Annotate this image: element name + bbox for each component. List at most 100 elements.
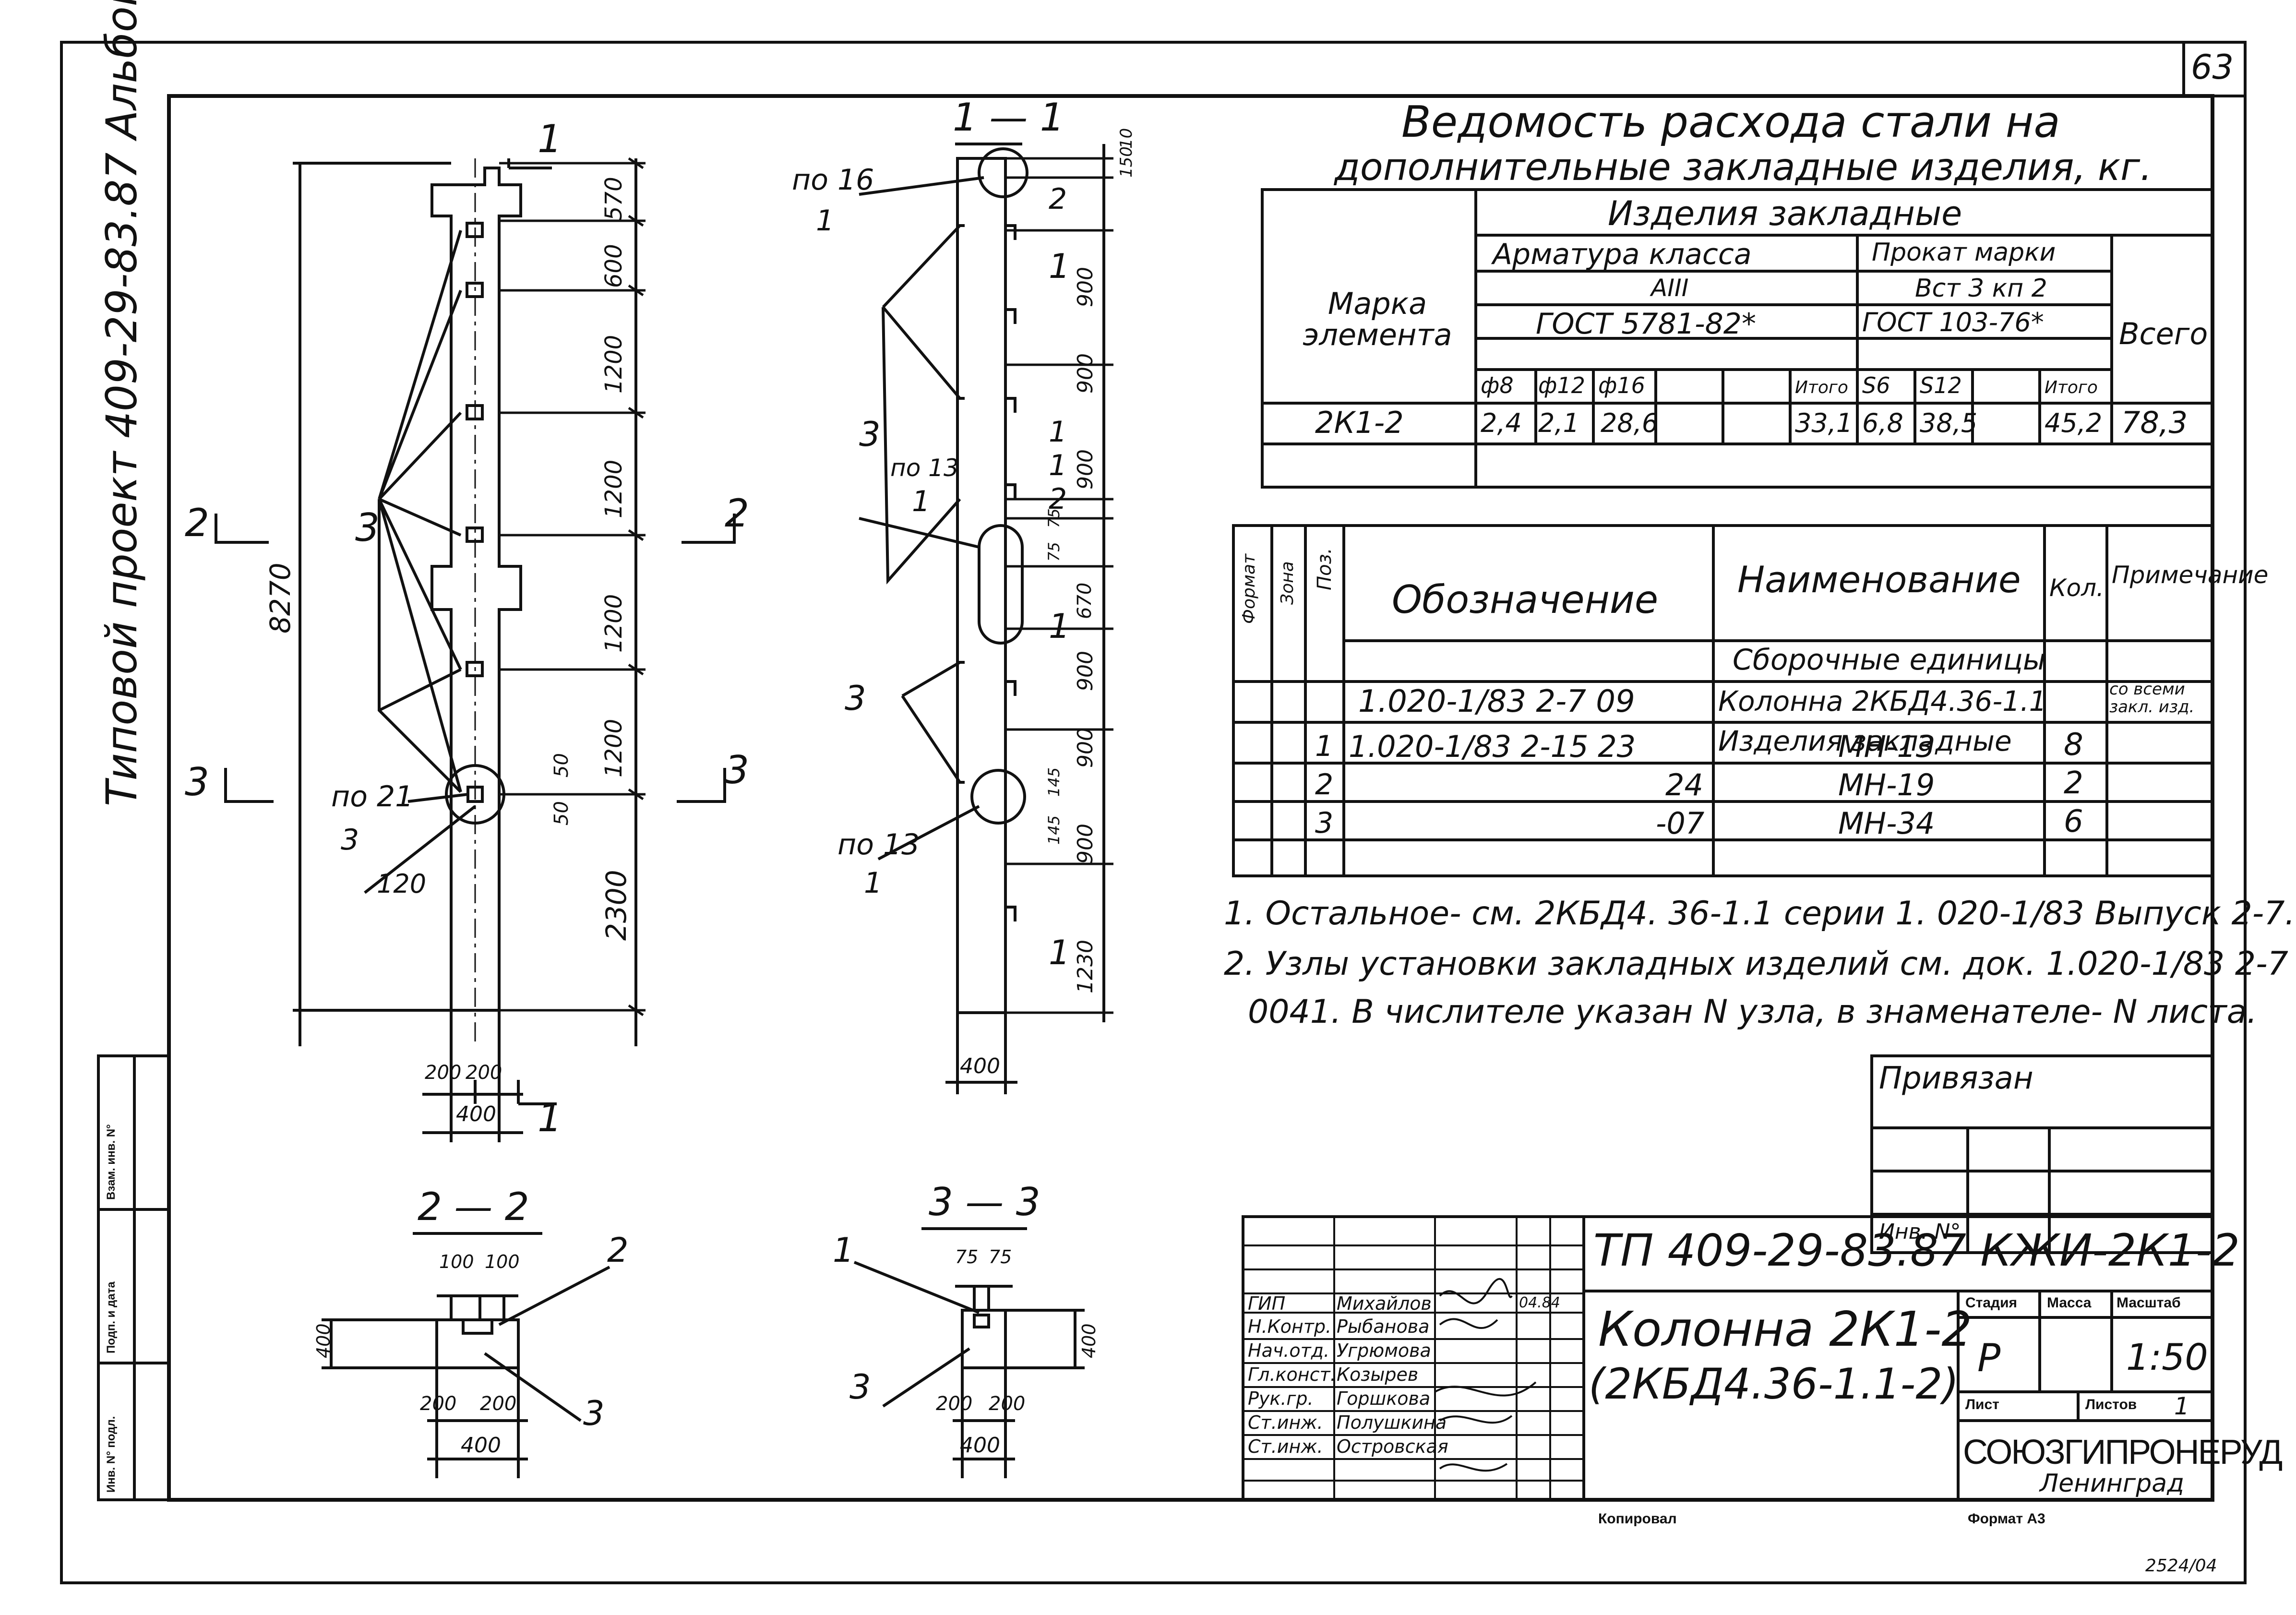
steel-title-1: Ведомость расхода стали на (1401, 97, 2060, 147)
strip-label-inv: Инв. N° подл. (105, 1416, 118, 1493)
steel-val-f12: 2,1 (1538, 408, 1579, 438)
signer-role-6: Ст.инж. (1248, 1412, 1323, 1433)
steel-row-mark: 2К1-2 (1315, 405, 1404, 440)
strip-label-podp: Подп. и дата (105, 1281, 118, 1353)
signer-name-5: Горшкова (1337, 1388, 1431, 1409)
steel-h-rebar-class: АIII (1651, 274, 1689, 302)
note-3: 0041. В числителе указан N узла, в знаме… (1248, 993, 2258, 1031)
signer-name-2: Рыбанова (1337, 1316, 1430, 1337)
mark-2-s22: 2 (607, 1231, 629, 1270)
ref-16: по 16 (792, 163, 874, 197)
dim-670: 670 (1074, 582, 1096, 619)
mark-1-a: 1 (1049, 247, 1070, 286)
signer-name-3: Угрюмова (1337, 1340, 1431, 1361)
section-1-1 (859, 143, 1113, 1094)
mark-2-a: 2 (1049, 182, 1067, 216)
mark-2-b: 2 (1049, 482, 1067, 516)
steel-h-products: Изделия закладные (1608, 194, 1962, 233)
privyazan-grid (1870, 1054, 2214, 1254)
dim-400-s22: 400 (461, 1433, 501, 1458)
dim-900-d: 900 (1073, 651, 1098, 691)
steel-col-s6: S6 (1862, 372, 1890, 398)
steel-val-f8: 2,4 (1481, 408, 1522, 438)
note-1: 1. Остальное- см. 2КБД4. 36-1.1 серии 1.… (1224, 895, 2296, 933)
privyazan-label: Привязан (1879, 1061, 2033, 1096)
steel-title-2: дополнительные закладные изделия, кг. (1334, 146, 2152, 189)
cut-mark-3-left: 3 (185, 760, 209, 804)
dim-75-b: 75 (1045, 542, 1063, 562)
signer-role-1: ГИП (1248, 1293, 1286, 1314)
dim-75-s33-b: 75 (989, 1246, 1012, 1268)
mark-1-b: 1 (1049, 415, 1067, 449)
steel-val-f16: 28,6 (1601, 408, 1659, 438)
note-2: 2. Узлы установки закладных изделий см. … (1224, 945, 2288, 983)
dim-75-a: 75 (1045, 508, 1063, 528)
spec-h-format: Формат (1239, 553, 1259, 624)
cut-mark-1-top: 1 (538, 117, 562, 161)
dim-100-a: 100 (439, 1251, 474, 1272)
steel-col-s12: S12 (1920, 372, 1962, 398)
steel-h-rebar-gost: ГОСТ 5781-82* (1536, 307, 1756, 341)
steel-h-rebar: Арматура класса (1493, 238, 1752, 271)
steel-h-rolled-grade: Вст 3 кп 2 (1915, 274, 2047, 303)
steel-val-itogo-a: 33,1 (1795, 408, 1853, 438)
cut-mark-3-right: 3 (725, 748, 749, 792)
mark-1-d: 1 (1049, 607, 1070, 646)
dim-100-b: 100 (485, 1251, 520, 1272)
ref-21-sheet: 3 (341, 823, 359, 857)
doc-name-2: (2КБД4.36-1.1-2) (1589, 1359, 1959, 1409)
spec-row-3-name: МН-13 (1838, 729, 1935, 764)
steel-val-s12: 38,5 (1920, 408, 1978, 438)
section-1-1-title: 1 — 1 (953, 95, 1064, 140)
outer-frame (60, 41, 2247, 1584)
steel-col-f12: ф12 (1538, 372, 1585, 398)
spec-h-zone: Зона (1278, 561, 1297, 605)
spec-row-3-pos: 1 (1315, 730, 1334, 763)
spec-h-qty: Кол. (2049, 574, 2104, 602)
signer-role-2: Н.Контр. (1248, 1316, 1332, 1337)
dim-200-s22-a: 200 (420, 1393, 457, 1415)
spec-row-5-designation: -07 (1656, 806, 1705, 841)
sheet-number: 63 (2191, 48, 2234, 87)
sheet-label: Лист (1965, 1397, 1999, 1412)
cut-mark-2-right: 2 (725, 491, 749, 536)
mark-3-s33: 3 (849, 1367, 871, 1407)
mark-1-s33: 1 (833, 1231, 854, 1270)
signer-role-4: Гл.конст. (1248, 1364, 1336, 1385)
spec-row-3-designation: 1.020-1/83 2-15 23 (1349, 729, 1636, 764)
sheet-number-box (2182, 41, 2247, 97)
dim-1200-d: 1200 (600, 718, 627, 778)
mark-3-s22: 3 (583, 1394, 605, 1433)
cut-mark-2-left: 2 (185, 501, 209, 545)
spec-row-1-note: со всеми закл. изд. (2109, 680, 2195, 717)
dim-2300: 2300 (600, 870, 633, 941)
dim-900-c: 900 (1073, 449, 1098, 490)
scale-label: Масштаб (2117, 1295, 2181, 1311)
callout-50-b: 50 (550, 801, 573, 825)
dim-400-s33: 400 (960, 1433, 1000, 1458)
spec-row-4-designation: 24 (1665, 767, 1703, 802)
doc-name-1: Колонна 2К1-2 (1598, 1301, 1973, 1357)
signer-role-3: Нач.отд. (1248, 1340, 1330, 1361)
signer-name-1: Михайлов (1337, 1293, 1432, 1314)
steel-col-itogo-a: Итого (1795, 378, 1848, 397)
dim-900-a: 900 (1073, 267, 1098, 307)
spec-row-5-qty: 6 (2064, 804, 2083, 839)
section-3-3 (853, 1227, 1085, 1478)
steel-val-total: 78,3 (2121, 405, 2188, 440)
scale-value: 1:50 (2126, 1336, 2208, 1378)
dim-400-s22-v: 400 (313, 1323, 334, 1358)
mark-3-elevation: 3 (355, 505, 380, 550)
spec-h-note: Примечание (2112, 561, 2269, 589)
stage-value: Р (1977, 1336, 2001, 1380)
ref-13-b: по 13 (837, 828, 920, 861)
signer-name-6: Полушкина (1337, 1412, 1447, 1433)
steel-h-rolled-gost: ГОСТ 103-76* (1862, 307, 2044, 337)
spec-h-pos: Поз. (1314, 548, 1336, 590)
callout-50-a: 50 (550, 753, 573, 778)
steel-col-f8: ф8 (1481, 372, 1514, 398)
dim-600: 600 (600, 244, 627, 288)
mark-3-b: 3 (845, 679, 866, 718)
spec-row-0-name: Сборочные единицы (1733, 643, 2046, 677)
